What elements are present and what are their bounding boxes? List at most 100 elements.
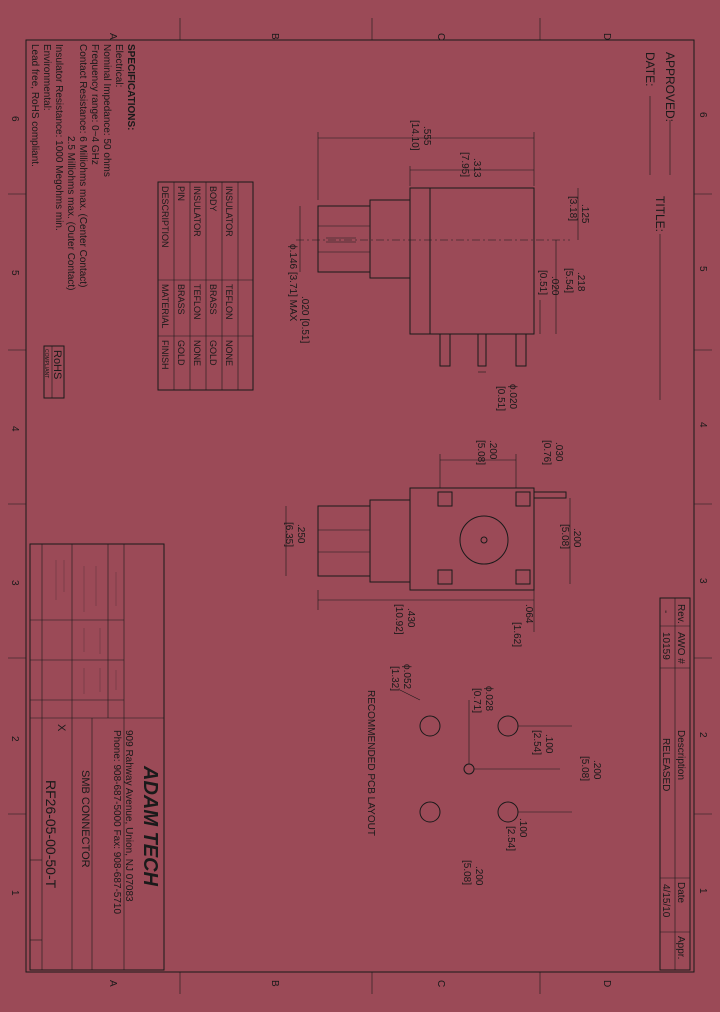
dim-top-width-mm: [5.08] bbox=[475, 440, 486, 465]
dim-mid-mm: [7.95] bbox=[459, 152, 470, 177]
zone-letter-a-bottom: A bbox=[107, 980, 118, 987]
pcb-layout bbox=[399, 689, 572, 823]
dim-top-b-mm: [5.54] bbox=[563, 268, 574, 293]
pcb-hole-big: ϕ.052 bbox=[401, 664, 412, 690]
spec-line-contact-resistance: Contact Resistance: 6 Milliohms max. (Ce… bbox=[77, 44, 88, 287]
spec-line-frequency: Frequency range: 0~4 GHz bbox=[89, 44, 100, 165]
pcb-dimensions: RECOMMENDED PCB LAYOUT ϕ.052 [1.32] ϕ.02… bbox=[365, 664, 602, 886]
spec-line-electrical: Electrical: bbox=[113, 44, 124, 87]
dim-offset: .064 bbox=[523, 604, 534, 624]
dim-top-a-mm: [3.18] bbox=[567, 196, 578, 221]
dim-mid: .313 bbox=[471, 158, 482, 178]
spec-line-impedance: Nominal Impedance: 50 ohms bbox=[101, 44, 112, 177]
dim-pin-diameter-mm: [0.51] bbox=[495, 386, 506, 411]
dim-plug-diameter: .250 bbox=[295, 524, 306, 544]
spec-line-environmental: Environmental: bbox=[41, 44, 52, 111]
rev-header-description: Description bbox=[675, 730, 686, 780]
table-cell: PIN bbox=[176, 186, 186, 201]
title-label: TITLE: bbox=[653, 196, 667, 232]
rev-header-awo: AWO # bbox=[675, 632, 686, 664]
pcb-dim-1: .100 bbox=[543, 734, 554, 754]
zone-number-3-right: 3 bbox=[697, 578, 708, 584]
dim-pin-gap: .020 [0.51] bbox=[299, 296, 310, 343]
pcb-dim-2: .200 bbox=[591, 760, 602, 780]
table-header-material: MATERIAL bbox=[160, 284, 170, 328]
rev-header-appr: Appr. bbox=[675, 936, 686, 959]
table-cell: BRASS bbox=[208, 284, 218, 315]
dim-top-length: .430 bbox=[405, 608, 416, 628]
table-cell: GOLD bbox=[176, 340, 186, 366]
rev-cell-rev: - bbox=[660, 610, 671, 613]
rev-cell-date: 4/15/10 bbox=[660, 884, 671, 918]
pcb-hole-small-mm: [0.71] bbox=[471, 688, 482, 713]
pcb-dim-2-mm: [5.08] bbox=[579, 756, 590, 781]
company-phone: Phone: 908-687-5000 Fax: 908-687-5710 bbox=[111, 730, 122, 914]
company-address: 909 Rahway Avenue, Union, NJ 07083 bbox=[123, 730, 134, 902]
zone-number-4-right: 4 bbox=[697, 422, 708, 428]
approval-block: APPROVED: DATE: TITLE: bbox=[643, 52, 677, 400]
zone-number-1: 1 bbox=[9, 890, 20, 896]
date-label: DATE: bbox=[643, 52, 657, 86]
rohs-compliant-text: COMPLIANT bbox=[43, 349, 49, 378]
company-name: ADAM TECH bbox=[139, 765, 161, 887]
scale-mark: X bbox=[55, 724, 67, 732]
pcb-dim-4-mm: [5.08] bbox=[461, 860, 472, 885]
title-block: ADAM TECH 909 Rahway Avenue, Union, NJ 0… bbox=[29, 543, 165, 971]
dim-overall: .555 bbox=[421, 126, 432, 146]
dim-pin-diameter: ϕ.020 bbox=[507, 384, 518, 410]
zone-number-2-right: 2 bbox=[697, 732, 708, 738]
dim-top-c: .020 bbox=[549, 276, 560, 296]
table-header-description: DESCRIPTION bbox=[160, 186, 170, 248]
dim-top-height: .200 bbox=[571, 528, 582, 548]
pcb-layout-label: RECOMMENDED PCB LAYOUT bbox=[365, 690, 376, 836]
spec-line-rohs: Lead free, RoHS compliant. bbox=[29, 44, 40, 167]
zone-letter-b-bottom: B bbox=[269, 980, 280, 987]
dim-tab-mm: [0.76] bbox=[541, 440, 552, 465]
tolerance-notes bbox=[55, 560, 117, 694]
zone-number-2: 2 bbox=[9, 736, 20, 742]
pcb-dim-1-mm: [2.54] bbox=[531, 730, 542, 755]
zone-number-1-right: 1 bbox=[697, 888, 708, 894]
table-header-finish: FINISH bbox=[160, 340, 170, 370]
dim-top-b: .218 bbox=[575, 272, 586, 292]
dim-plug-diameter-mm: [6.35] bbox=[283, 522, 294, 547]
pcb-dim-3-mm: [2.54] bbox=[505, 826, 516, 851]
zone-numbers-right: 6 5 4 3 2 1 bbox=[697, 112, 708, 894]
zone-letters-bottom: A B C D bbox=[107, 980, 612, 987]
table-cell: NONE bbox=[224, 340, 234, 366]
zone-number-5: 5 bbox=[9, 270, 20, 276]
table-cell: TEFLON bbox=[224, 284, 234, 320]
dim-top-width: .200 bbox=[487, 440, 498, 460]
pcb-hole-small: ϕ.028 bbox=[483, 686, 494, 712]
zone-numbers-left: 6 5 4 3 2 1 bbox=[9, 116, 20, 896]
rohs-badge: RoHS COMPLIANT bbox=[43, 345, 65, 399]
zone-letter-c: C bbox=[435, 33, 446, 40]
dim-top-length-mm: [10.92] bbox=[393, 604, 404, 635]
dim-offset-mm: [1.62] bbox=[511, 622, 522, 647]
pcb-hole-big-mm: [1.32] bbox=[389, 666, 400, 691]
zone-letter-b: B bbox=[269, 33, 280, 40]
table-cell: BRASS bbox=[176, 284, 186, 315]
zone-letter-c-bottom: C bbox=[435, 980, 446, 987]
part-number: RF26-05-00-50-T bbox=[43, 780, 59, 889]
approved-label: APPROVED: bbox=[663, 52, 677, 122]
zone-number-6-right: 6 bbox=[697, 112, 708, 118]
specifications-block: SPECIFICATIONS: Electrical: Nominal Impe… bbox=[29, 44, 136, 291]
top-view-dimensions: .200 [5.08] .030 [0.76] .200 [5.08] .250… bbox=[283, 440, 582, 647]
pcb-dim-3: .100 bbox=[517, 818, 528, 838]
spec-line-insulator-resistance: Insulator Resistance: 1000 Megohms min. bbox=[53, 44, 64, 231]
pcb-dim-4: .200 bbox=[473, 866, 484, 886]
rev-cell-description: RELEASED bbox=[660, 738, 671, 791]
table-cell: INSULATOR bbox=[224, 186, 234, 237]
table-cell: TEFLON bbox=[192, 284, 202, 320]
spec-line-outer-contact: 2.5 Milliohms max. (Outer Contact) bbox=[65, 136, 76, 291]
specifications-heading: SPECIFICATIONS: bbox=[125, 44, 136, 130]
side-view-dimensions: .555 [14.10] .313 [7.95] ϕ.146 [3.71] MA… bbox=[287, 120, 590, 411]
rev-cell-awo: 10159 bbox=[660, 632, 671, 660]
zone-number-6: 6 bbox=[9, 116, 20, 122]
zone-number-3: 3 bbox=[9, 580, 20, 586]
zone-letter-d-bottom: D bbox=[601, 980, 612, 987]
dim-top-height-mm: [5.08] bbox=[559, 524, 570, 549]
dim-top-a: .125 bbox=[579, 204, 590, 224]
